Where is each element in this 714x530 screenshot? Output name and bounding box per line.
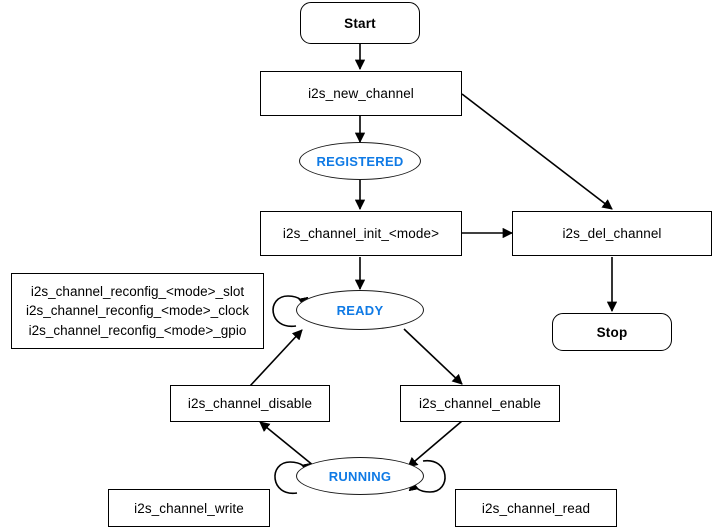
- node-stop-label: Stop: [596, 324, 628, 340]
- node-i2s-channel-disable-label: i2s_channel_disable: [187, 396, 313, 411]
- node-i2s-channel-write[interactable]: i2s_channel_write: [108, 489, 270, 527]
- node-i2s-channel-disable[interactable]: i2s_channel_disable: [170, 385, 330, 422]
- node-state-running[interactable]: RUNNING: [296, 457, 424, 495]
- node-start-label: Start: [344, 15, 376, 31]
- reconfig-note-line-gpio: i2s_channel_reconfig_<mode>_gpio: [28, 322, 247, 338]
- node-i2s-channel-enable[interactable]: i2s_channel_enable: [400, 385, 560, 422]
- edge-enable-to-running: [407, 420, 463, 468]
- node-i2s-channel-read-label: i2s_channel_read: [481, 500, 591, 516]
- node-i2s-new-channel-label: i2s_new_channel: [308, 86, 414, 101]
- edge-new-channel-to-del-channel: [461, 93, 613, 210]
- node-i2s-new-channel[interactable]: i2s_new_channel: [260, 71, 462, 116]
- node-i2s-channel-enable-label: i2s_channel_enable: [419, 396, 541, 411]
- node-i2s-channel-read[interactable]: i2s_channel_read: [455, 489, 617, 527]
- node-stop[interactable]: Stop: [552, 313, 672, 351]
- node-state-registered[interactable]: REGISTERED: [299, 142, 421, 180]
- edge-running-self-loop-right: [408, 460, 446, 493]
- node-reconfig-note[interactable]: i2s_channel_reconfig_<mode>_slot i2s_cha…: [11, 273, 264, 349]
- node-state-ready[interactable]: READY: [296, 290, 424, 330]
- node-i2s-del-channel-label: i2s_del_channel: [562, 226, 662, 241]
- edge-running-to-disable: [259, 421, 315, 467]
- node-start[interactable]: Start: [300, 2, 420, 44]
- edge-disable-to-ready: [249, 329, 303, 387]
- reconfig-note-line-clock: i2s_channel_reconfig_<mode>_clock: [26, 303, 249, 319]
- node-i2s-del-channel[interactable]: i2s_del_channel: [512, 211, 712, 256]
- reconfig-note-line-slot: i2s_channel_reconfig_<mode>_slot: [30, 284, 245, 300]
- node-state-running-label: RUNNING: [328, 468, 392, 484]
- node-i2s-channel-init-label: i2s_channel_init_<mode>: [282, 226, 440, 241]
- node-state-registered-label: REGISTERED: [316, 153, 404, 169]
- node-i2s-channel-write-label: i2s_channel_write: [134, 500, 244, 516]
- node-i2s-channel-init[interactable]: i2s_channel_init_<mode>: [260, 211, 462, 256]
- edge-ready-to-enable: [403, 328, 463, 385]
- node-state-ready-label: READY: [336, 302, 384, 318]
